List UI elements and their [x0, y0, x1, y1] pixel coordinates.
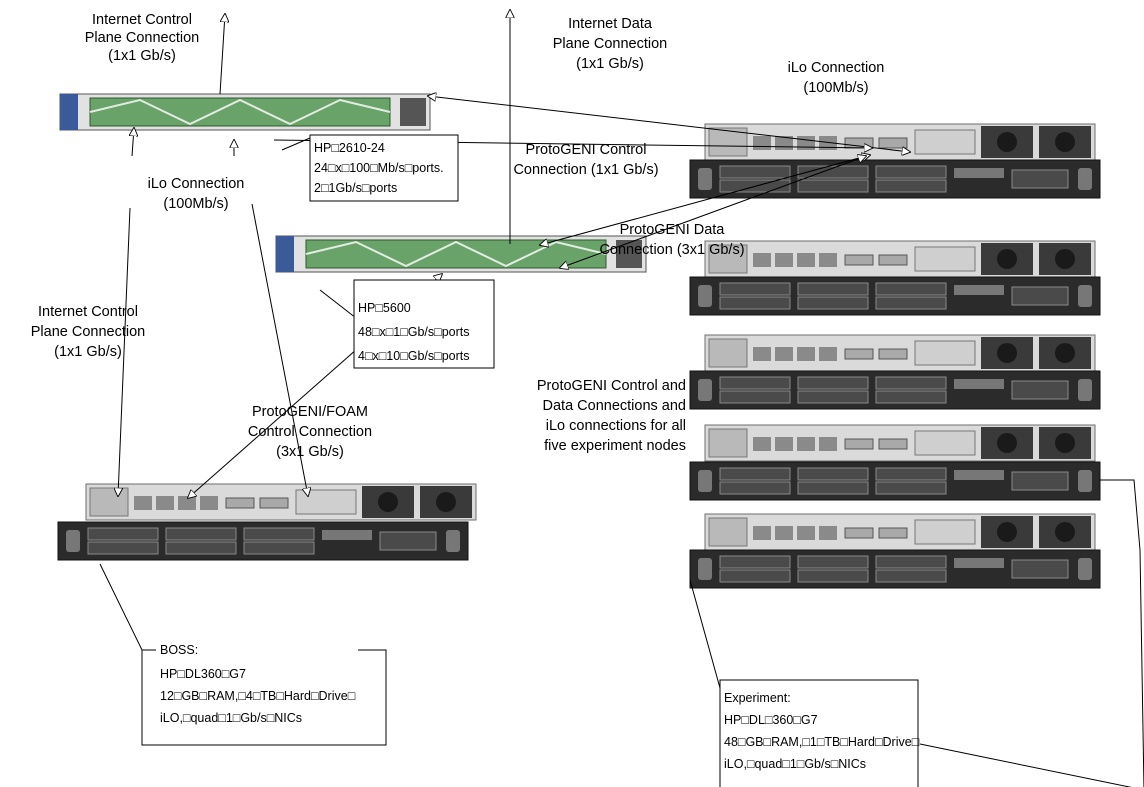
label-ilo-left: iLo Connection (100Mb/s) [148, 176, 245, 212]
spec-line: HP□DL□360□G7 [724, 713, 818, 727]
experiment-node [690, 335, 1100, 409]
label-line: Data Connections and [543, 398, 687, 414]
label-line: iLo Connection [148, 176, 245, 192]
spec-line: 48□GB□RAM,□1□TB□Hard□Drive□ [724, 735, 920, 749]
spec-line: iLO,□quad□1□Gb/s□NICs [160, 711, 302, 725]
label-line: Internet Control [92, 12, 192, 28]
label-protogeni-control: ProtoGENI Control Connection (1x1 Gb/s) [513, 142, 658, 178]
experiment-node [690, 425, 1100, 500]
label-line: Plane Connection [553, 36, 667, 52]
label-internet-control-left: Internet Control Plane Connection (1x1 G… [31, 304, 145, 360]
spec-line: 48□x□1□Gb/s□ports [358, 325, 470, 339]
label-line: Plane Connection [85, 30, 199, 46]
spec-line: 4□x□10□Gb/s□ports [358, 349, 470, 363]
label-line: five experiment nodes [544, 438, 686, 454]
spec-line: 12□GB□RAM,□4□TB□Hard□Drive□ [160, 689, 356, 703]
spec-box-hp5600: HP□5600 48□x□1□Gb/s□ports 4□x□10□Gb/s□po… [354, 280, 494, 368]
spec-line: HP□DL360□G7 [160, 667, 246, 681]
experiment-node [690, 241, 1100, 315]
spec-line: HP□5600 [358, 301, 411, 315]
label-line: Internet Control [38, 304, 138, 320]
label-line: ProtoGENI Control and [537, 378, 686, 394]
label-ilo-right: iLo Connection (100Mb/s) [788, 60, 885, 96]
spec-box-experiment: Experiment: HP□DL□360□G7 48□GB□RAM,□1□TB… [720, 680, 920, 787]
spec-line: Experiment: [724, 691, 791, 705]
spec-box-boss: BOSS: HP□DL360□G7 12□GB□RAM,□4□TB□Hard□D… [142, 640, 386, 745]
label-line: Connection (3x1 Gb/s) [599, 242, 744, 258]
label-line: iLo connections for all [546, 418, 686, 434]
spec-box-hp2610: HP□2610-24 24□x□100□Mb/s□ports. 2□1Gb/s□… [310, 135, 458, 201]
label-internet-data: Internet Data Plane Connection (1x1 Gb/s… [553, 16, 667, 72]
label-line: Connection (1x1 Gb/s) [513, 162, 658, 178]
label-line: ProtoGENI/FOAM [252, 404, 368, 420]
label-line: ProtoGENI Control [526, 142, 647, 158]
label-line: Control Connection [248, 424, 372, 440]
label-line: (100Mb/s) [803, 80, 868, 96]
label-line: (1x1 Gb/s) [108, 48, 176, 64]
spec-line: 2□1Gb/s□ports [314, 181, 397, 195]
label-line: Plane Connection [31, 324, 145, 340]
label-line: iLo Connection [788, 60, 885, 76]
switch-hp5600 [276, 236, 646, 272]
spec-line: BOSS: [160, 643, 198, 657]
label-internet-control-top: Internet Control Plane Connection (1x1 G… [85, 12, 199, 64]
label-protogeni-foam: ProtoGENI/FOAM Control Connection (3x1 G… [248, 404, 372, 460]
label-line: Internet Data [568, 16, 653, 32]
switch-hp2610 [60, 94, 430, 130]
spec-line: iLO,□quad□1□Gb/s□NICs [724, 757, 866, 771]
label-line: (3x1 Gb/s) [276, 444, 344, 460]
boss-server [58, 484, 476, 560]
experiment-nodes [690, 124, 1100, 588]
experiment-node [690, 514, 1100, 588]
label-line: (1x1 Gb/s) [54, 344, 122, 360]
spec-line: 24□x□100□Mb/s□ports. [314, 161, 444, 175]
label-line: (100Mb/s) [163, 196, 228, 212]
label-line: ProtoGENI Data [620, 222, 726, 238]
spec-line: HP□2610-24 [314, 141, 385, 155]
label-line: (1x1 Gb/s) [576, 56, 644, 72]
label-protogeni-all: ProtoGENI Control and Data Connections a… [537, 378, 686, 454]
